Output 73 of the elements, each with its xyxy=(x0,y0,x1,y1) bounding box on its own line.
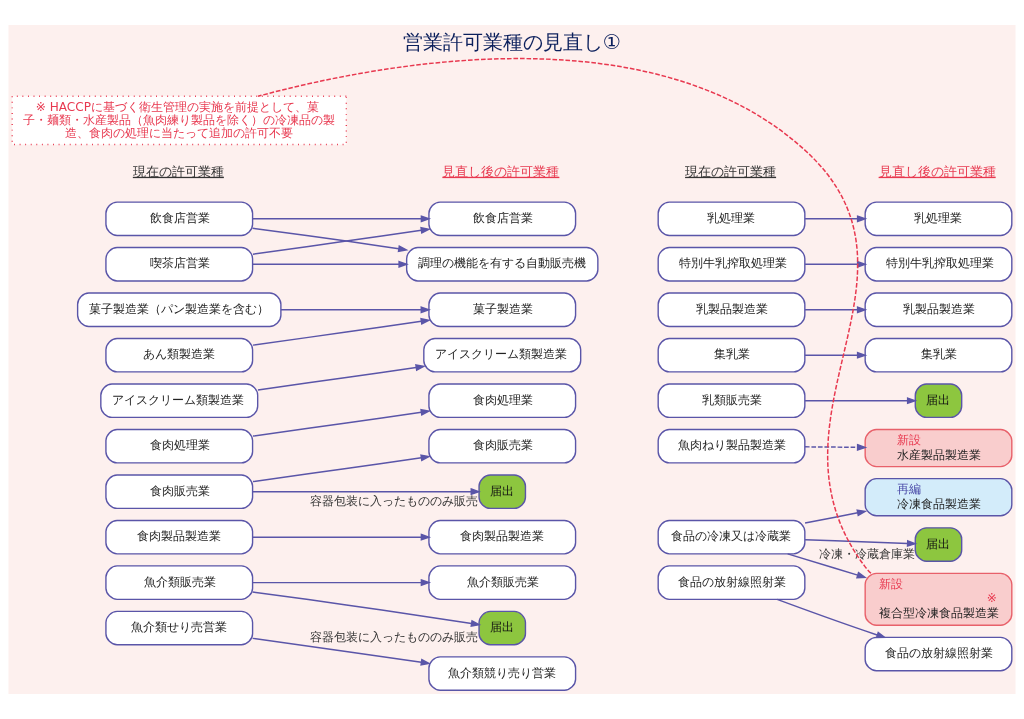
node-label: 容器包装に入ったもののみ販売 xyxy=(309,494,478,509)
node-box: 乳処理業 xyxy=(864,201,1013,237)
arrow xyxy=(804,509,868,524)
arrow xyxy=(251,227,409,253)
node-box: 届出 xyxy=(914,527,963,562)
label: 見直し後の許可業種 xyxy=(878,163,996,179)
node-box: 飲食店営業 xyxy=(105,201,254,237)
node-box: 菓子製造業 xyxy=(428,292,577,328)
node-box: 乳製品製造業 xyxy=(864,292,1013,328)
diagram-title: 営業許可業種の見直し① xyxy=(402,29,622,54)
node-box: 届出 xyxy=(478,474,527,510)
arrow xyxy=(251,215,432,223)
node-box: 菓子製造業（パン製造業を含む） xyxy=(76,292,282,328)
node-box: 特別牛乳搾取処理業 xyxy=(864,246,1013,282)
node-box: アイスクリーム類製造業 xyxy=(100,383,259,419)
node-box: 食肉製品製造業 xyxy=(428,519,577,555)
node-box: 魚肉ねり製品製造業 xyxy=(657,428,806,464)
node-box: 食肉処理業 xyxy=(428,383,577,419)
label: 見直し後の許可業種 xyxy=(442,163,560,179)
arrow xyxy=(251,578,432,587)
node-box: 魚介類販売業 xyxy=(428,565,577,601)
arrow xyxy=(804,351,868,359)
node-box: 喫茶店営業 xyxy=(105,246,254,282)
node-box: 再編 冷凍食品製造業 xyxy=(864,477,1013,517)
arrow xyxy=(804,539,918,548)
arrow xyxy=(804,443,868,451)
arrow xyxy=(252,454,432,483)
label: 現在の許可業種 xyxy=(685,163,777,179)
node-box: ※ HACCPに基づく衛生管理の実施を前提として、菓子・麺類・水産製品（魚肉練り製品を除く）の冷凍品の製造、食肉の処理に当たって追加の許可不要 xyxy=(11,95,347,146)
arrow xyxy=(804,306,868,314)
node-box: 食肉処理業 xyxy=(105,428,254,464)
node-box: 届出 xyxy=(914,383,963,419)
node-box: 乳類販売業 xyxy=(657,383,806,419)
node-box: 食肉製品製造業 xyxy=(105,519,254,555)
node-box: 食肉販売業 xyxy=(105,474,254,510)
label: 現在の許可業種 xyxy=(132,163,224,179)
arrow xyxy=(776,598,887,639)
node-box: 集乳業 xyxy=(864,337,1013,373)
node-box: 新設 水産製品製造業 xyxy=(864,428,1013,468)
node-box: 魚介類せり売営業 xyxy=(105,610,254,646)
arrow xyxy=(804,397,918,405)
arrow xyxy=(251,260,409,268)
node-box: 乳処理業 xyxy=(657,201,806,237)
node-box: 食品の冷凍又は冷蔵業 xyxy=(657,519,806,555)
node-box: 魚介類販売業 xyxy=(105,565,254,601)
node-box: 飲食店営業 xyxy=(428,201,577,237)
arrow xyxy=(804,215,868,223)
node-box: 乳製品製造業 xyxy=(657,292,806,328)
arrow xyxy=(252,408,432,437)
node-box: 食肉販売業 xyxy=(428,428,577,464)
node-box: 魚介類競り売り営業 xyxy=(428,656,577,691)
node-box: アイスクリーム類製造業 xyxy=(423,337,582,373)
node-box: 届出 xyxy=(478,610,527,646)
arrow xyxy=(252,226,432,255)
node-label: 冷凍・冷蔵倉庫業 xyxy=(819,546,916,561)
node-label: 容器包装に入ったもののみ販売 xyxy=(309,630,478,645)
node-box: 集乳業 xyxy=(657,337,806,373)
node-box: 特別牛乳搾取処理業 xyxy=(657,246,806,282)
connector xyxy=(257,57,872,575)
arrow xyxy=(251,637,432,666)
node-box: 食品の放射線照射業 xyxy=(864,636,1013,672)
arrow xyxy=(251,488,481,496)
node-box: 食品の放射線照射業 xyxy=(657,565,806,601)
arrow xyxy=(786,553,867,579)
node-box: 新設 ※ 複合型冷凍食品製造業 xyxy=(864,572,1013,626)
node-box: あん類製造業 xyxy=(105,337,254,373)
arrow xyxy=(280,306,431,314)
arrow xyxy=(804,260,868,268)
arrow xyxy=(251,533,432,541)
arrow xyxy=(257,364,426,391)
arrow xyxy=(252,317,432,346)
arrow xyxy=(251,591,482,628)
node-box: 調理の機能を有する自動販売機 xyxy=(405,246,599,282)
